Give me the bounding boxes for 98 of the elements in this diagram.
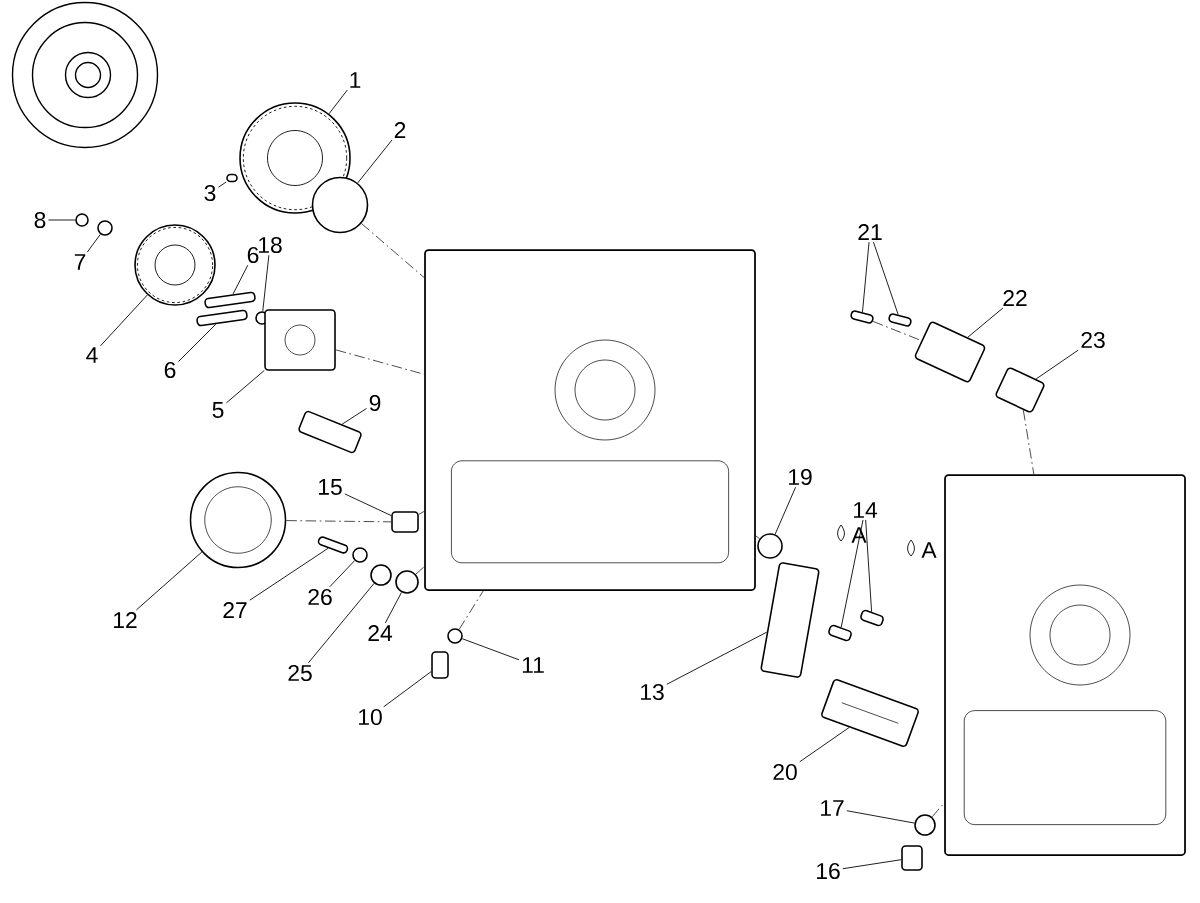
callout-number: 1: [350, 72, 361, 88]
leader-line: [218, 181, 227, 188]
callout-number: 5: [212, 402, 224, 418]
leader-line: [1035, 349, 1079, 380]
callout-number: 25: [288, 664, 312, 682]
washer-drawing: [757, 533, 783, 559]
leader-line: [774, 486, 797, 535]
leader-line: [384, 592, 402, 624]
callout-number: 11: [522, 657, 544, 673]
leader-line: [100, 294, 148, 347]
callout-number: 15: [319, 479, 342, 495]
callout-number: 12: [114, 612, 137, 628]
leader-line: [308, 582, 375, 664]
sensor-drawing: [431, 651, 449, 679]
assembly-line: [415, 566, 425, 575]
bolt-drawing: [850, 310, 874, 324]
leader-line: [135, 551, 203, 611]
callout-number: 3: [204, 184, 216, 202]
gear-drawing: [134, 224, 216, 306]
assembly-line: [285, 520, 392, 523]
note-letter: A: [921, 542, 937, 558]
callout-number: 14: [854, 502, 878, 518]
oil-pump-drawing: [264, 309, 336, 371]
callout-number: 6: [164, 361, 176, 379]
pin-drawing: [226, 173, 238, 183]
assembly-line: [755, 535, 760, 539]
leader-line: [840, 519, 864, 628]
nut-drawing: [75, 213, 89, 227]
sleeve-drawing: [391, 511, 419, 533]
bolt-drawing: [298, 410, 362, 454]
callout-number: 9: [369, 394, 381, 412]
circlip-drawing: [311, 176, 369, 234]
callout-number: 22: [1003, 290, 1027, 306]
leader-line: [799, 727, 850, 763]
gear-drawing: [239, 102, 351, 214]
callout-number: 16: [817, 862, 840, 880]
callout-number: 10: [359, 708, 382, 726]
oil-filter-drawing: [189, 471, 287, 569]
assembly-line: [458, 590, 484, 630]
callout-number: 17: [821, 800, 844, 816]
leader-line: [842, 859, 902, 870]
filter-screen-drawing: [821, 679, 919, 747]
callout-number: 6: [247, 246, 259, 264]
bolt-drawing: [888, 313, 912, 327]
bolt-drawing: [828, 624, 852, 642]
leader-line: [862, 241, 870, 313]
callout-number: 23: [1081, 331, 1105, 349]
crankcase-drawing: [944, 474, 1186, 856]
leader-line: [86, 233, 101, 253]
leader-line: [865, 519, 873, 613]
note-letter: A: [851, 527, 867, 543]
leader-line: [873, 241, 899, 315]
callout-number: 24: [368, 625, 393, 641]
leader-line: [383, 671, 432, 708]
callout-number: 19: [789, 468, 812, 486]
leader-line: [344, 493, 392, 517]
callout-number: 7: [74, 254, 86, 270]
leader-line: [48, 219, 76, 221]
gasket-drawing: [914, 321, 986, 383]
washer-drawing: [447, 628, 463, 644]
pickup-pipe-drawing: [760, 562, 820, 678]
leader-line: [461, 638, 520, 661]
assembly-line: [872, 321, 922, 341]
callout-number: 8: [34, 211, 46, 229]
assembly-line: [931, 802, 945, 818]
callout-number: 4: [86, 347, 98, 363]
leader-line: [341, 408, 367, 425]
leader-line: [329, 560, 356, 588]
bolt-drawing: [196, 309, 248, 327]
leader-line: [666, 631, 768, 685]
assembly-line: [418, 511, 425, 515]
leader-line: [262, 254, 270, 312]
leader-line: [846, 810, 915, 824]
leader-line: [357, 139, 393, 184]
strainer-drawing: [995, 367, 1045, 413]
bolt-drawing: [860, 609, 884, 627]
callout-number: 21: [858, 224, 882, 240]
callout-number: 20: [773, 763, 797, 781]
drain-plug-drawing: [901, 845, 923, 871]
crankcase-drawing: [424, 249, 756, 591]
callout-number: 26: [308, 588, 332, 606]
assembly-line: [335, 349, 425, 375]
leader-line: [967, 307, 1004, 338]
washer-drawing: [97, 220, 113, 236]
assembly-line: [361, 223, 425, 278]
callout-number: 27: [223, 602, 247, 618]
leader-line: [249, 547, 329, 601]
callout-number: 13: [641, 683, 664, 701]
bolt-drawing: [317, 536, 349, 554]
leader-line: [226, 370, 265, 404]
washer-drawing: [395, 570, 419, 594]
callout-number: 18: [259, 236, 282, 254]
washer-drawing: [352, 547, 368, 563]
callout-number: 2: [394, 122, 406, 138]
leader-line: [178, 323, 217, 362]
bolt-drawing: [204, 291, 256, 309]
assembly-line: [1022, 409, 1035, 475]
leader-line: [328, 89, 348, 115]
